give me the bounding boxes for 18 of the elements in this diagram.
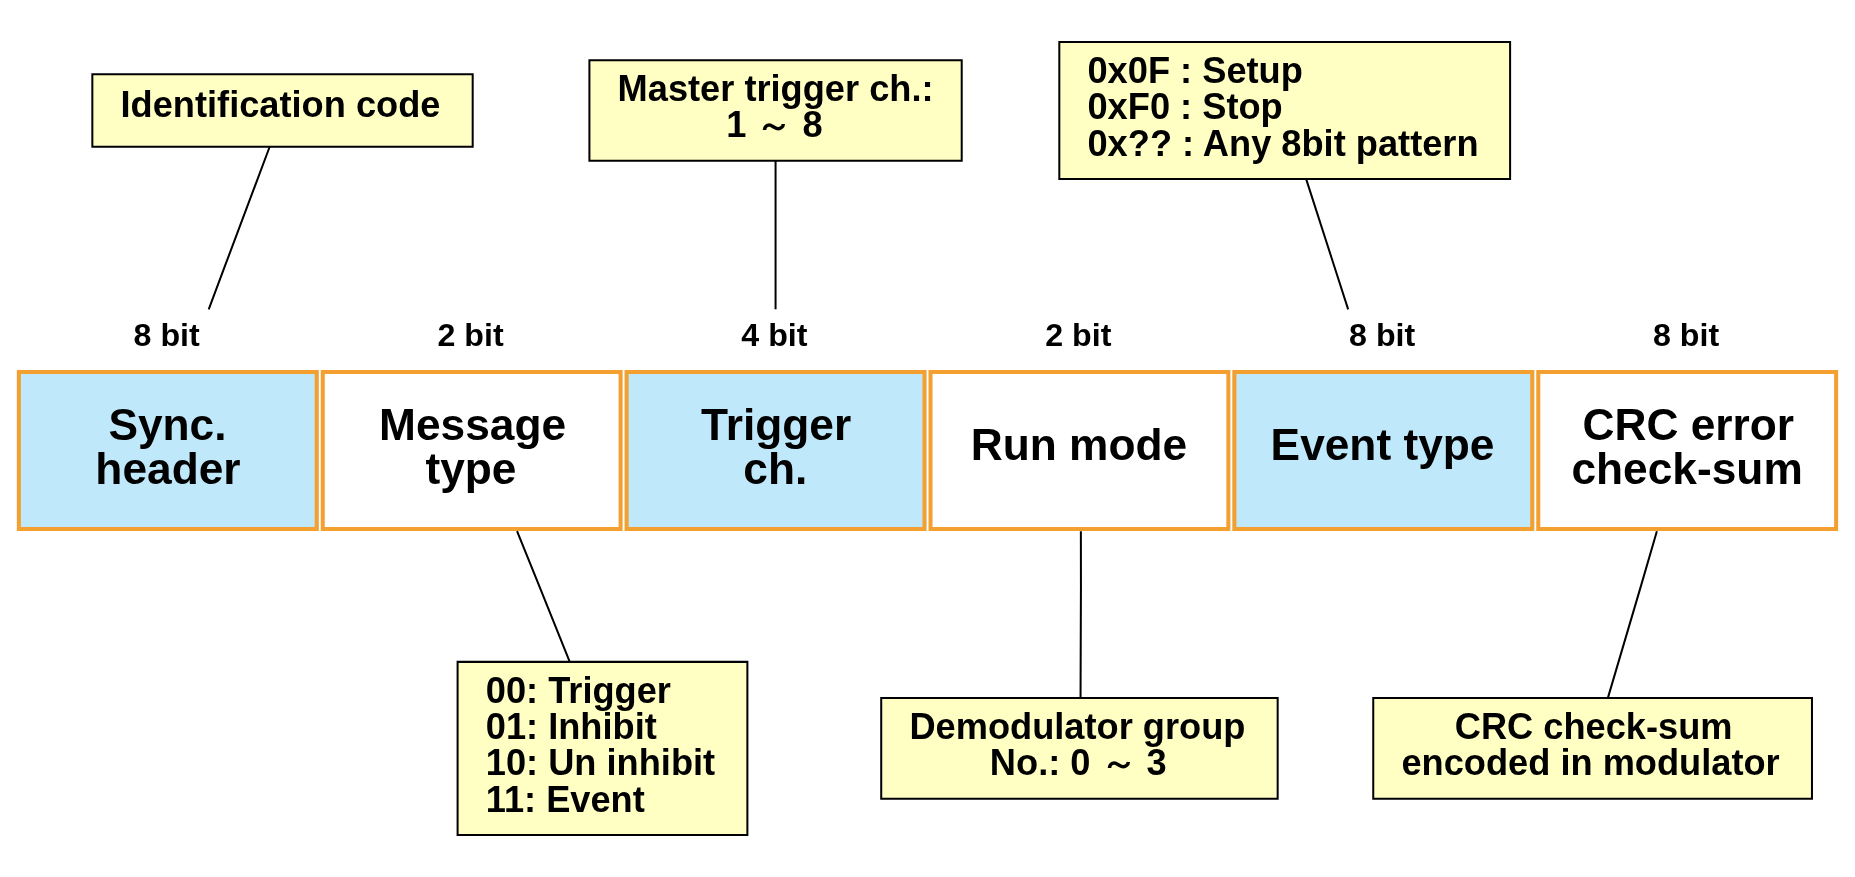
node-box: CRC check-sum encoded in modulator	[1372, 697, 1813, 800]
connector	[1606, 530, 1658, 699]
connector	[1305, 179, 1350, 310]
connector	[1079, 531, 1082, 699]
node-label: 2 bit	[437, 316, 504, 353]
node-box: Demodulator group No.: 0 ～ 3	[880, 697, 1279, 800]
node-box: Identification code	[91, 73, 474, 148]
connector	[516, 530, 571, 662]
node-label: 2 bit	[1045, 316, 1112, 353]
node-box: Master trigger ch.: 1 ～ 8	[588, 59, 963, 162]
node-box: 00: Trigger 01: Inhibit 10: Un inhibit 11: Event	[456, 660, 749, 836]
node-label: 8 bit	[133, 316, 200, 353]
connector	[774, 160, 777, 310]
node-label: 8 bit	[1349, 316, 1416, 353]
connector	[207, 146, 271, 310]
node-label: 4 bit	[741, 316, 808, 353]
node-label: 8 bit	[1652, 316, 1720, 353]
node-box: 0x0F : Setup 0xF0 : Stop 0x?? : Any 8bit pattern	[1058, 41, 1512, 180]
